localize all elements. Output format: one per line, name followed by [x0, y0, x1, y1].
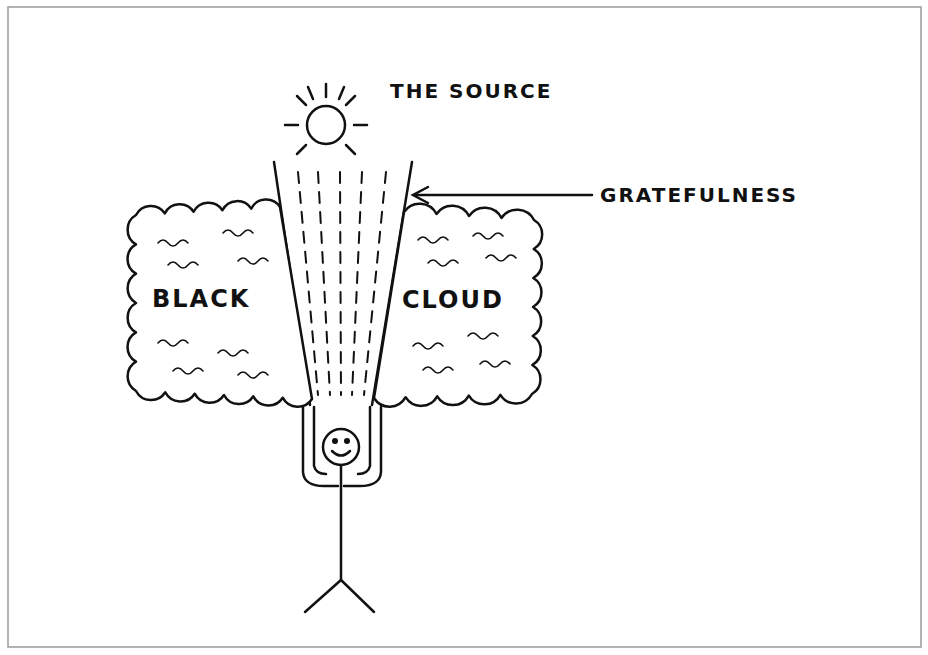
beam-ray	[340, 172, 341, 395]
figure-head	[323, 429, 359, 465]
figure-arm	[358, 407, 370, 474]
figure-smile	[332, 451, 350, 456]
arrow-head	[413, 187, 428, 203]
cloud-squiggle	[473, 233, 503, 239]
leader-arrow	[413, 187, 592, 203]
cloud-outline	[128, 200, 312, 407]
cloud-squiggle	[468, 333, 498, 339]
figure-eye	[333, 439, 337, 443]
beam-label: GRATEFULNESS	[600, 185, 798, 205]
cloud-shape: CLOUD	[368, 208, 540, 402]
figure-eye	[345, 439, 349, 443]
figure-leg	[341, 580, 374, 612]
cloud-squiggle	[158, 240, 188, 246]
cloud-squiggle	[238, 258, 268, 264]
beam-ray	[352, 172, 362, 395]
beam-ray	[318, 172, 330, 395]
sun-symbol	[285, 84, 367, 154]
cloud-squiggle	[418, 237, 448, 243]
cloud-squiggle	[480, 361, 510, 367]
figure-body	[340, 465, 343, 580]
figure-arm	[314, 407, 326, 474]
cloud-squiggle	[223, 230, 253, 236]
cloud-label: BLACK	[152, 287, 250, 311]
cloud-squiggle	[218, 350, 248, 356]
cloud-outline	[374, 204, 542, 407]
cloud-squiggle	[428, 260, 458, 266]
cloud-squiggle	[486, 255, 516, 261]
figure-arm	[344, 407, 381, 486]
cloud-squiggle	[238, 372, 268, 378]
cloud-squiggle	[423, 367, 453, 373]
leader-line	[416, 194, 592, 197]
cloud-squiggle	[413, 343, 443, 349]
stick-figure	[303, 407, 381, 612]
cloud-squiggle	[168, 262, 198, 268]
cloud-squiggle	[158, 340, 188, 346]
cloud-label: CLOUD	[402, 288, 504, 312]
figure-arm	[303, 407, 338, 486]
figure-leg	[305, 580, 341, 612]
cloud-squiggle	[173, 368, 203, 374]
frame	[8, 7, 921, 647]
sun-label: THE SOURCE	[390, 81, 552, 101]
cloud-shape: BLACK	[128, 203, 314, 403]
